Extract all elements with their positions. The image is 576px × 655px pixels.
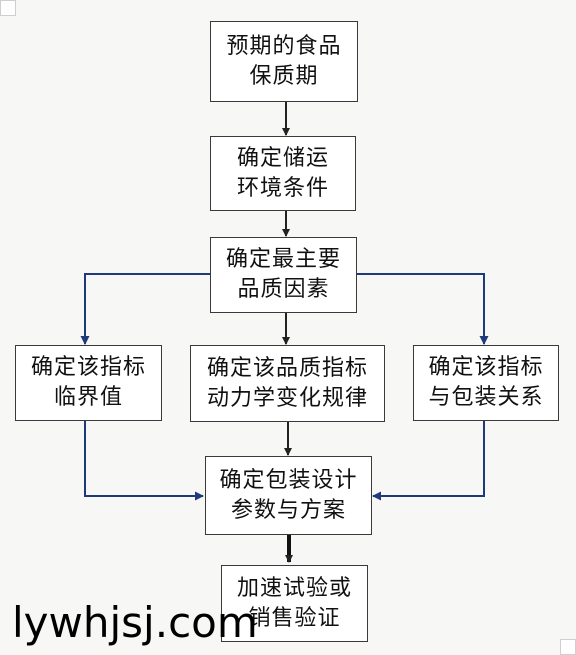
node-storage-line2: 环境条件 <box>236 175 329 201</box>
node-packaging-relation-line2: 与包装关系 <box>428 385 544 410</box>
node-verification-line1: 加速试验或 <box>236 575 352 601</box>
node-critical-value-line1: 确定该指标 <box>30 355 146 380</box>
node-package-design-line2: 参数与方案 <box>230 497 346 523</box>
node-main-factor-line1: 确定最主要 <box>225 247 341 272</box>
corner-mark-top-left <box>0 0 16 16</box>
node-storage-conditions: 确定储运 环境条件 <box>210 136 356 211</box>
node-package-design: 确定包装设计 参数与方案 <box>205 456 372 535</box>
node-shelf-life-line1: 预期的食品 <box>226 33 342 59</box>
arrow-packaging-relation-to-design <box>372 421 485 501</box>
node-storage-line1: 确定储运 <box>236 145 329 171</box>
arrow-main-to-packaging-relation <box>357 273 489 345</box>
node-kinetics-line2: 动力学变化规律 <box>206 385 368 411</box>
node-critical-value: 确定该指标 临界值 <box>15 345 162 421</box>
node-quality-kinetics: 确定该品质指标 动力学变化规律 <box>190 345 385 422</box>
node-verification: 加速试验或 销售验证 <box>221 565 368 642</box>
node-main-factor-line2: 品质因素 <box>237 277 330 302</box>
node-verification-line2: 销售验证 <box>248 605 341 631</box>
node-shelf-life-line2: 保质期 <box>249 63 319 89</box>
node-kinetics-line1: 确定该品质指标 <box>206 355 368 381</box>
corner-mark-bottom-right <box>560 639 576 655</box>
node-packaging-relation: 确定该指标 与包装关系 <box>413 345 559 421</box>
arrow-critical-to-design <box>84 421 204 501</box>
watermark-text: lywhjsj.com <box>12 598 258 647</box>
node-package-design-line1: 确定包装设计 <box>219 467 358 493</box>
node-shelf-life: 预期的食品 保质期 <box>210 21 358 102</box>
node-packaging-relation-line1: 确定该指标 <box>428 355 544 380</box>
arrow-main-to-critical <box>80 273 211 345</box>
node-critical-value-line2: 临界值 <box>53 385 123 410</box>
node-main-quality-factor: 确定最主要 品质因素 <box>210 237 357 313</box>
